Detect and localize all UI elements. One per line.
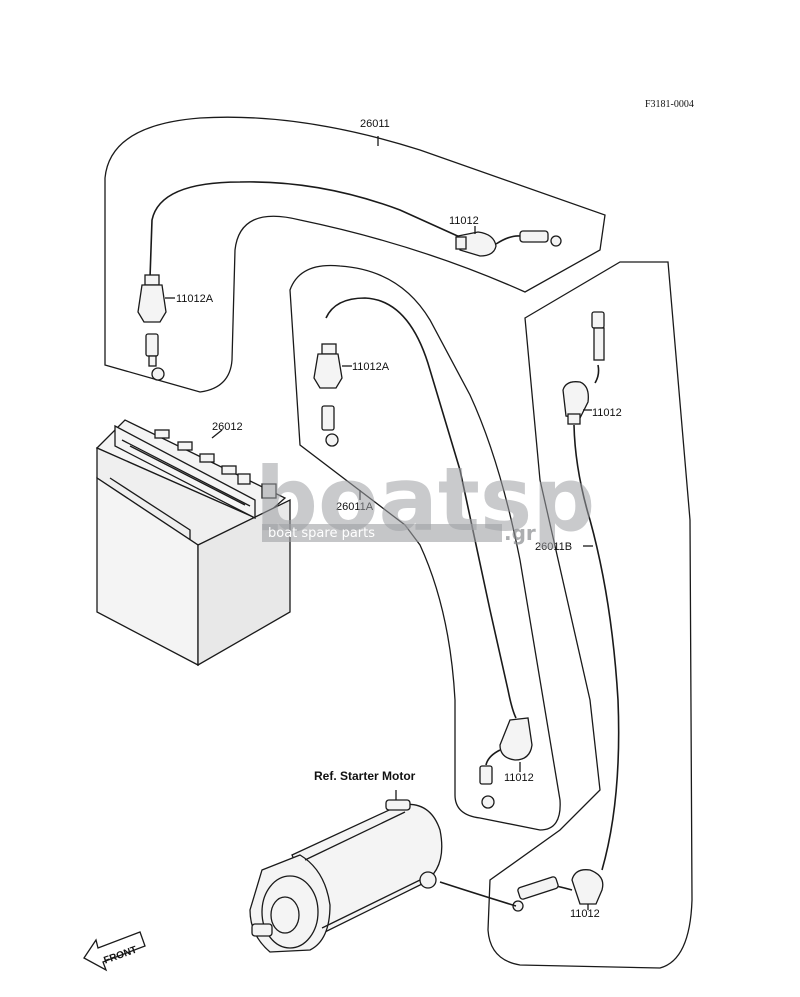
watermark-suffix: .gr [504,521,536,545]
label-boot-right-top: 11012 [592,407,622,419]
front-arrow-icon: FRONT [83,931,146,972]
label-boot-bottom-right: 11012 [570,908,600,920]
watermark-tagline: boat spare parts [268,526,375,541]
boot-11012-mid-bottom [479,717,533,809]
label-cable-b: 26011B [535,541,572,553]
label-boot-left: 11012A [176,293,214,305]
label-cable-a: 26011A [336,501,374,513]
label-boot-mid: 11012A [352,361,390,373]
boot-11012A-left [137,274,175,381]
label-26011: 26011 [360,118,390,130]
starter-motor [249,790,443,953]
label-boot-mid-bottom: 11012 [504,772,534,784]
watermark: boatsp boat spare parts .gr [255,448,595,551]
figure-code: F3181-0004 [645,99,694,110]
label-boot-top: 11012 [449,215,479,227]
label-starter: Ref. Starter Motor [314,769,416,783]
cable-26011B-group [487,261,693,969]
boot-11012-top [455,226,562,257]
boot-11012-right-top [562,311,605,425]
boot-11012A-mid [313,343,352,447]
starter-lead [439,881,517,907]
boot-11012-bottom-right [512,869,604,912]
cable-26011-group [104,116,606,393]
label-battery: 26012 [212,421,243,433]
cable-26011A-group [289,264,561,831]
